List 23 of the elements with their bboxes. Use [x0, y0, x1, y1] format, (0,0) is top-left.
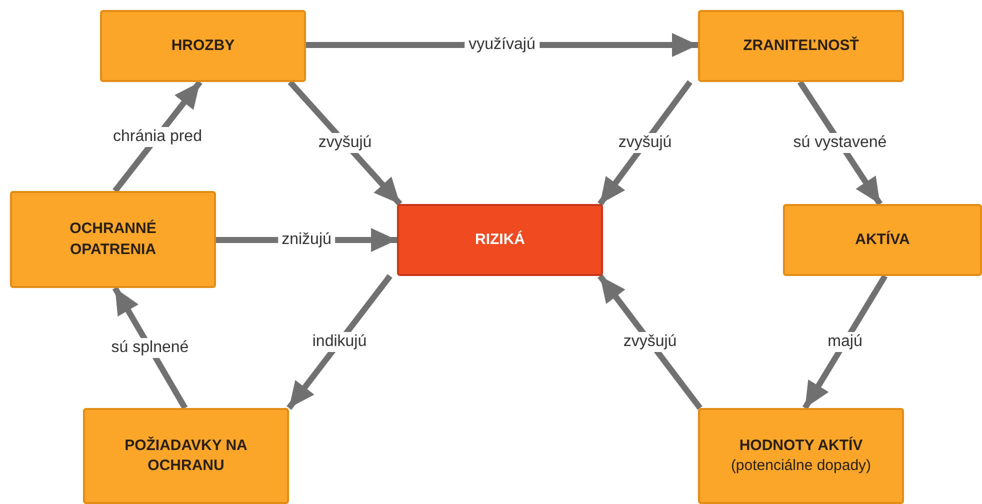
edge-label: využívajú [464, 35, 540, 55]
arrow [797, 80, 883, 206]
concept-box [100, 10, 306, 82]
node-title: AKTÍVA [855, 230, 910, 250]
arrow [598, 80, 692, 206]
node-title: HODNOTY AKTÍV [739, 436, 863, 456]
concept-box [10, 191, 216, 288]
node-title: HROZBY [171, 36, 235, 56]
node-title: OCHRANNÉ OPATRENIA [68, 219, 158, 260]
risk-box [397, 204, 603, 276]
node-subtitle: (potenciálne dopady) [730, 456, 872, 476]
arrow [802, 274, 888, 410]
arrow [598, 274, 702, 410]
arrow [288, 80, 402, 206]
node-title: ZRANITEĽNOSŤ [743, 36, 859, 56]
node-title: RIZIKÁ [475, 230, 525, 250]
node-title: POŽIADAVKY NA OCHRANU [124, 436, 248, 476]
edge-label: znižujú [278, 230, 336, 250]
concept-box [698, 408, 904, 504]
arrow [286, 274, 392, 410]
concept-box [698, 10, 904, 82]
concept-box [83, 408, 289, 504]
concept-box [783, 204, 982, 276]
